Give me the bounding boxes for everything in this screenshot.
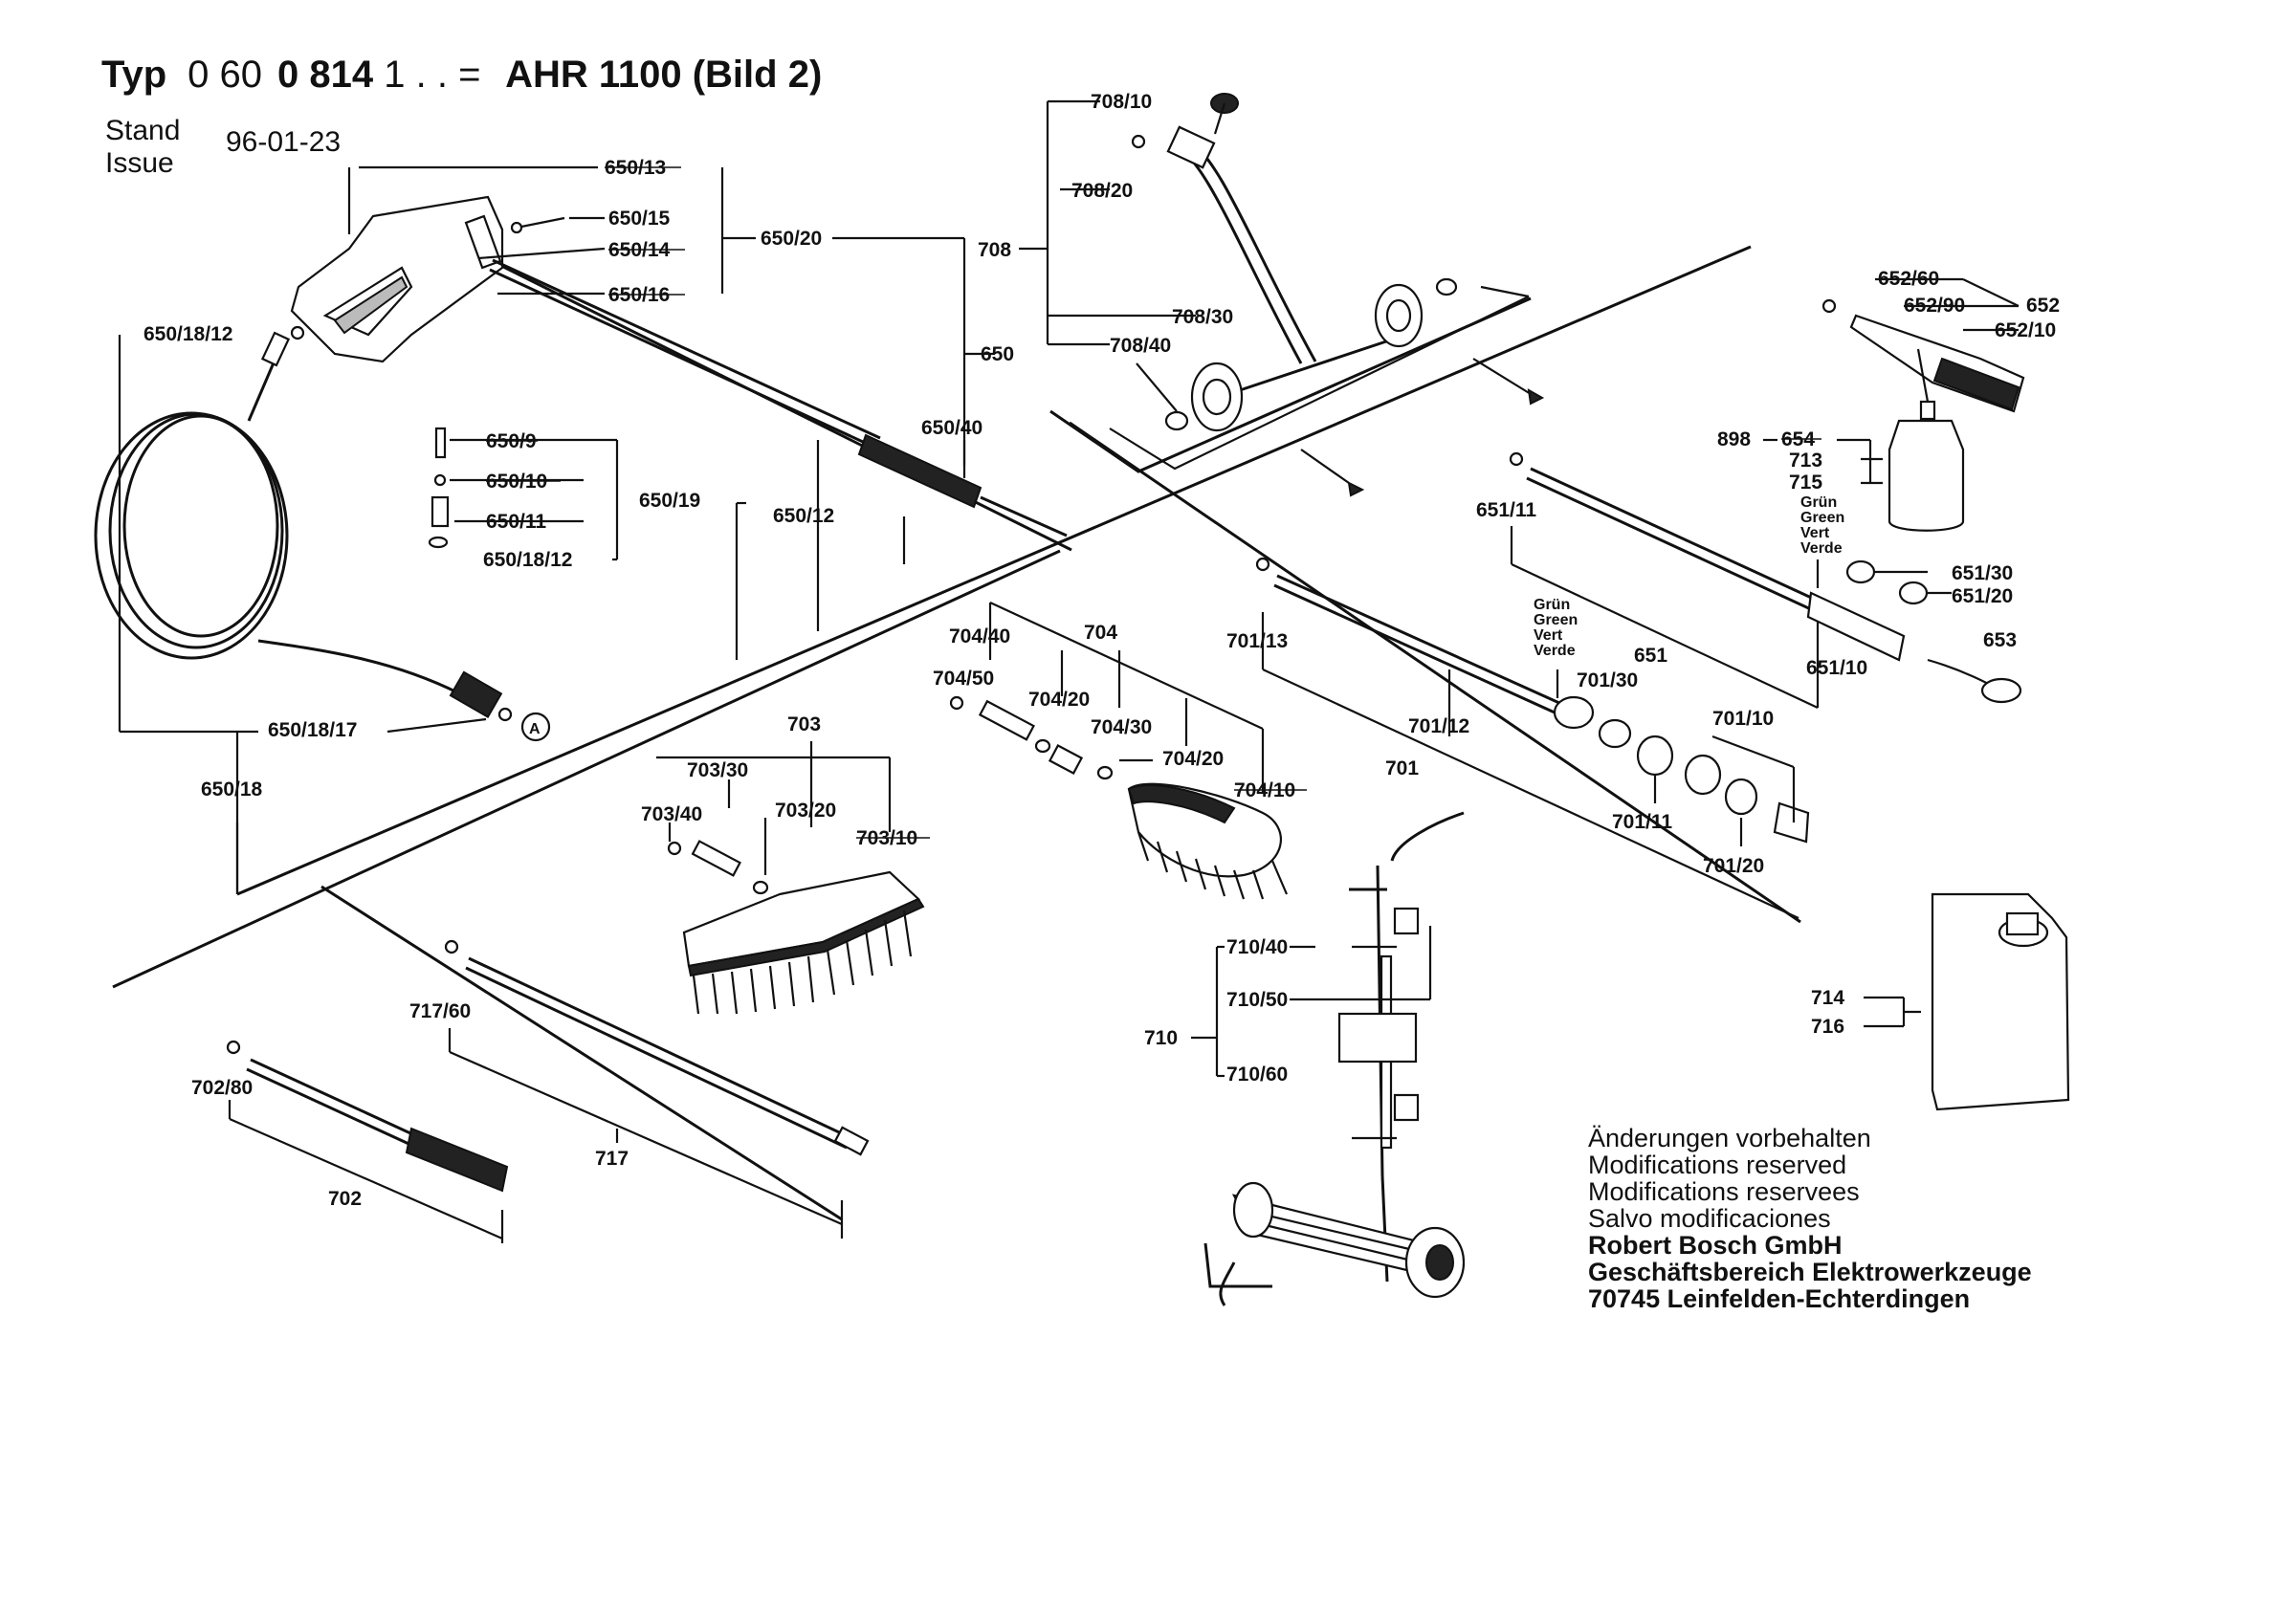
label-650-40: 650/40	[921, 417, 982, 439]
label-701-11: 701/11	[1612, 811, 1672, 833]
title-number-prefix: 0 60	[188, 54, 263, 96]
foam-sprayer-652	[1821, 277, 2025, 532]
label-650-18: 650/18	[201, 779, 263, 801]
label-652-60: 652/60	[1878, 268, 1939, 290]
issue-date: 96-01-23	[226, 126, 342, 158]
label-650-18-12b: 650/18/12	[483, 549, 572, 571]
label-713: 713	[1789, 450, 1822, 472]
canister-714	[1864, 892, 2070, 1111]
label-color-de-701: Grün	[1534, 597, 1570, 613]
issue-label: Issue	[105, 147, 174, 179]
part-labels: 650/13 650/15 650/14 650/16 650/20 650 6…	[144, 91, 2060, 1210]
label-651-20: 651/20	[1952, 585, 2013, 607]
label-703-30: 703/30	[687, 759, 748, 781]
label-652-10: 652/10	[1995, 319, 2056, 341]
label-652: 652	[2026, 295, 2060, 317]
lance-702	[226, 1040, 509, 1243]
label-704-50: 704/50	[933, 668, 994, 690]
lance-717	[444, 939, 870, 1239]
note-en: Modifications reserved	[1588, 1151, 1847, 1179]
note-fr: Modifications reservees	[1588, 1177, 1860, 1206]
label-710-60: 710/60	[1226, 1064, 1288, 1086]
label-702-80: 702/80	[191, 1077, 253, 1099]
marker-a: A	[529, 721, 541, 737]
label-color-es-701: Verde	[1534, 643, 1576, 659]
wheel-set-708	[1019, 93, 1545, 497]
label-703-20: 703/20	[775, 800, 836, 822]
label-650-19: 650/19	[639, 490, 700, 512]
label-651-30: 651/30	[1952, 562, 2013, 584]
stand-label: Stand	[105, 115, 181, 146]
label-708-20: 708/20	[1071, 180, 1133, 202]
title-number-suffix: 1 . . =	[384, 54, 481, 96]
label-710-50: 710/50	[1226, 989, 1288, 1011]
label-710-40: 710/40	[1226, 936, 1288, 958]
lance-651	[1509, 451, 2022, 709]
company-address: 70745 Leinfelden-Echterdingen	[1588, 1284, 1971, 1313]
label-701-12: 701/12	[1408, 715, 1469, 737]
label-708-40: 708/40	[1110, 335, 1171, 357]
trolley-710	[1191, 811, 1466, 1306]
wash-brush-703	[656, 741, 925, 1015]
label-650-20: 650/20	[761, 228, 822, 250]
label-704-20b: 704/20	[1162, 748, 1224, 770]
lance-701	[1255, 557, 1810, 919]
label-703-40: 703/40	[641, 803, 702, 825]
spray-gun-650	[290, 165, 1068, 660]
label-651-11: 651/11	[1476, 499, 1536, 521]
label-708-30: 708/30	[1172, 306, 1233, 328]
label-710: 710	[1144, 1027, 1178, 1049]
label-color-en-651: Green	[1800, 510, 1844, 526]
label-701-10: 701/10	[1712, 708, 1774, 730]
label-704: 704	[1084, 622, 1117, 644]
label-color-fr-701: Vert	[1534, 627, 1563, 644]
label-704-20a: 704/20	[1028, 689, 1090, 711]
label-717: 717	[595, 1148, 629, 1170]
label-650-15: 650/15	[608, 208, 671, 230]
label-650-12: 650/12	[773, 505, 834, 527]
label-701-13: 701/13	[1226, 630, 1288, 652]
label-650-18-12a: 650/18/12	[144, 323, 232, 345]
label-701: 701	[1385, 757, 1419, 779]
label-651-10: 651/10	[1806, 657, 1867, 679]
label-653: 653	[1983, 629, 2017, 651]
label-703: 703	[787, 713, 821, 735]
label-701-20: 701/20	[1703, 855, 1764, 877]
label-color-de-651: Grün	[1800, 494, 1837, 511]
label-708: 708	[978, 239, 1011, 261]
note-de: Änderungen vorbehalten	[1588, 1124, 1871, 1152]
label-714: 714	[1811, 987, 1844, 1009]
diagram-title: Typ 0 60 0 814 1 . . = AHR 1100 (Bild 2)	[101, 54, 822, 97]
label-716: 716	[1811, 1016, 1844, 1038]
label-702: 702	[328, 1188, 362, 1210]
label-704-30: 704/30	[1091, 716, 1152, 738]
label-color-es-651: Verde	[1800, 540, 1843, 557]
label-650-18-17: 650/18/17	[268, 719, 357, 741]
label-701-30: 701/30	[1577, 669, 1638, 691]
title-typ: Typ	[101, 54, 167, 96]
title-model: AHR 1100 (Bild 2)	[505, 54, 823, 96]
label-715: 715	[1789, 472, 1822, 493]
company-division: Geschäftsbereich Elektrowerkzeuge	[1588, 1258, 2032, 1286]
divider-lines	[112, 245, 1801, 1221]
company-name: Robert Bosch GmbH	[1588, 1231, 1843, 1260]
notes-block: Änderungen vorbehalten Modifications res…	[1588, 1125, 2032, 1312]
label-717-60: 717/60	[409, 1000, 471, 1022]
stand-issue-label: Stand Issue	[105, 115, 180, 180]
label-708-10: 708/10	[1091, 91, 1152, 113]
label-color-en-701: Green	[1534, 612, 1578, 628]
title-number-bold: 0 814	[277, 54, 374, 96]
label-650: 650	[981, 343, 1014, 365]
note-es: Salvo modificaciones	[1588, 1204, 1831, 1233]
label-704-40: 704/40	[949, 625, 1010, 647]
label-color-fr-651: Vert	[1800, 525, 1830, 541]
label-651: 651	[1634, 645, 1667, 667]
hose-650-18	[94, 325, 551, 894]
label-652-90: 652/90	[1904, 295, 1965, 317]
wash-brush-704	[949, 602, 1289, 900]
label-898: 898	[1717, 428, 1751, 450]
